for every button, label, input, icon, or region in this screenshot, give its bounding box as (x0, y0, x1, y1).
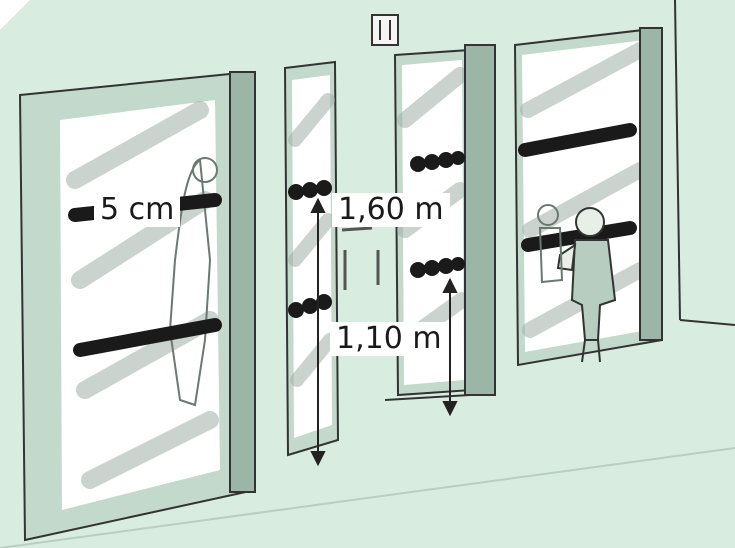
upper-height-label: 1,60 m (332, 193, 450, 227)
lower-height-label: 1,10 m (330, 322, 448, 356)
center-door-left-leaf (285, 62, 338, 455)
wall-sign-icon (372, 15, 398, 45)
left-glass-panel (20, 72, 255, 540)
marker-width-label: 5 cm (94, 193, 180, 227)
